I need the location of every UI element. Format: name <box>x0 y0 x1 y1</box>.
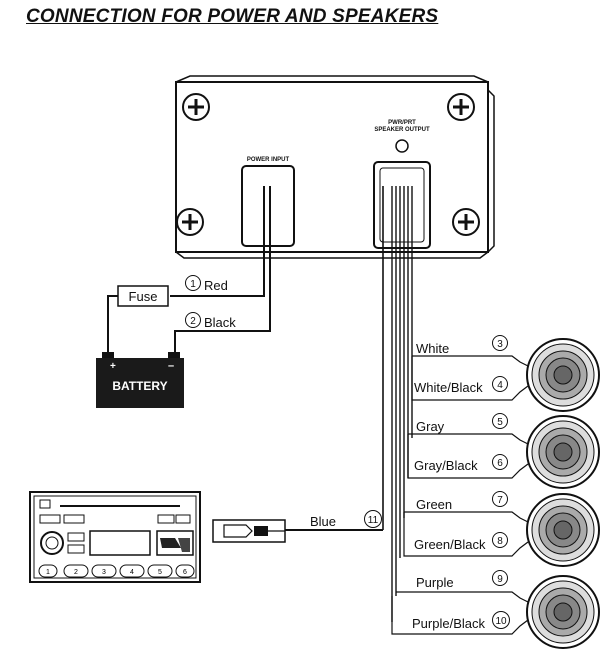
wire-color-label: Green/Black <box>414 537 486 552</box>
wire-number-badge <box>492 611 510 629</box>
preset-button <box>63 564 89 578</box>
wire-number-badge <box>185 312 201 328</box>
page-title: CONNECTION FOR POWER AND SPEAKERS <box>26 6 439 27</box>
preset-button <box>119 564 145 578</box>
speaker-icon <box>526 415 600 489</box>
preset-button <box>91 564 117 578</box>
wire-color-label: Purple <box>416 575 454 590</box>
wire-number-badge <box>492 376 508 392</box>
power-input-port <box>241 165 295 247</box>
battery: + – BATTERY <box>96 352 184 408</box>
wire-number: 6 <box>497 458 503 469</box>
screw-icon <box>447 93 475 121</box>
connector-plug <box>212 519 286 543</box>
wire-number: 8 <box>497 536 503 547</box>
wire-number-badge <box>492 454 508 470</box>
wire-number-badge <box>492 335 508 351</box>
eject-icon <box>39 499 51 509</box>
wire-number: 10 <box>495 616 507 627</box>
wire-color-label: Purple/Black <box>412 616 485 631</box>
preset-button-label: 4 <box>130 569 134 576</box>
screw-icon <box>182 93 210 121</box>
amplifier: POWER INPUT PWR/PRT SPEAKER OUTPUT <box>175 75 495 259</box>
speaker-icon <box>526 493 600 567</box>
wire-number: 7 <box>497 495 503 506</box>
fuse-label: Fuse <box>129 289 158 304</box>
preset-button <box>175 564 195 578</box>
display-screen <box>89 530 151 556</box>
preset-button <box>147 564 173 578</box>
speaker-wire-runs <box>391 355 529 635</box>
wire-number-badge <box>364 510 382 528</box>
speaker-icon <box>526 575 600 649</box>
wire-number: 5 <box>497 417 503 428</box>
preset-buttons: 1 2 3 4 5 6 <box>38 564 195 578</box>
fuse <box>117 285 169 307</box>
led-indicator <box>395 139 409 153</box>
minus-icon: – <box>168 360 174 372</box>
wire-number-badge <box>185 275 201 291</box>
preset-button-label: 3 <box>102 569 106 576</box>
wire-color-label: Blue <box>310 514 336 529</box>
power-input-label: POWER INPUT <box>247 157 290 163</box>
speaker-output-label-1: PWR/PRT <box>388 120 416 126</box>
wire-color-label: Gray <box>416 419 445 434</box>
screw-icon <box>452 208 480 236</box>
wire-number: 3 <box>497 339 503 350</box>
wire-number-badge <box>492 491 508 507</box>
preset-button-label: 2 <box>74 569 78 576</box>
preset-button-label: 6 <box>183 569 187 576</box>
wire-color-label: White <box>416 341 449 356</box>
wire-number: 2 <box>190 316 196 327</box>
wire-number: 1 <box>190 279 196 290</box>
speaker-wire-labels: White 3 White/Black 4 Gray 5 Gray/Black … <box>412 335 510 631</box>
speaker-icon <box>526 338 600 412</box>
wire-number: 4 <box>497 380 503 391</box>
wire-color-label: Red <box>204 278 228 293</box>
wire-number: 11 <box>368 515 379 526</box>
speaker-output-label-2: SPEAKER OUTPUT <box>374 127 430 133</box>
wire-number: 9 <box>497 574 503 585</box>
plus-icon: + <box>110 361 116 372</box>
speaker-output-port <box>373 161 431 249</box>
battery-label: BATTERY <box>112 379 167 393</box>
wire-color-label: Green <box>416 497 452 512</box>
wire-number-badge <box>492 532 508 548</box>
power-wires <box>107 186 271 358</box>
wire-color-label: White/Black <box>414 380 483 395</box>
wire-number-badge <box>492 570 508 586</box>
wire-color-label: Gray/Black <box>414 458 478 473</box>
wire-color-label: Black <box>204 315 236 330</box>
wire-number-badge <box>492 413 508 429</box>
screw-icon <box>176 208 204 236</box>
preset-button <box>38 564 58 578</box>
preset-button-label: 5 <box>158 569 162 576</box>
preset-button-label: 1 <box>46 569 50 576</box>
